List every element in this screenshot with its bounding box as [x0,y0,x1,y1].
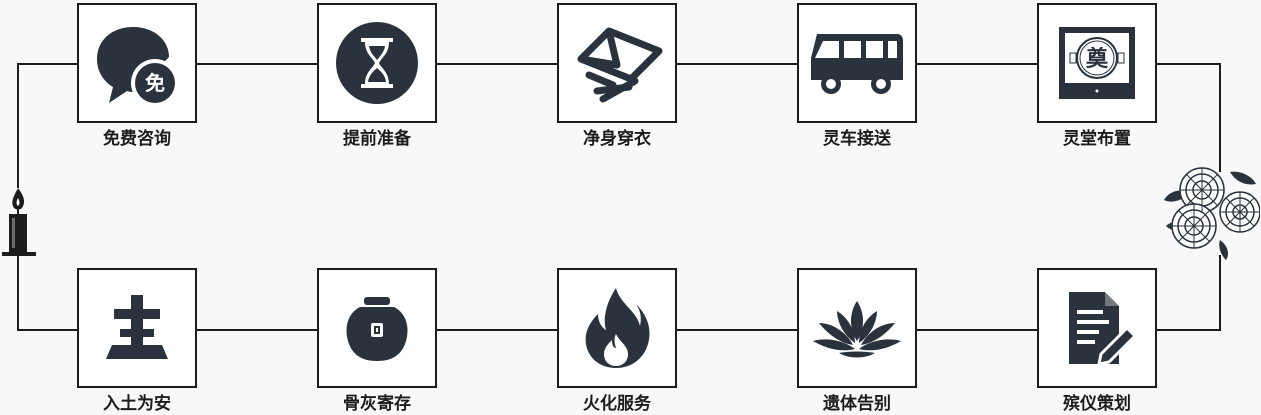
step-ashes-storage: 骨灰寄存 [317,268,437,414]
step-free-consultation: 免 免费咨询 [77,3,197,149]
folded-cloth-icon [577,27,663,103]
candle-icon [0,186,38,262]
step-label: 入土为安 [103,394,171,414]
step-label: 净身穿衣 [583,129,651,149]
step-label: 火化服务 [583,394,651,414]
memorial-portrait-icon: 奠 [1059,27,1135,99]
step-label: 免费咨询 [103,129,171,149]
step-box [317,3,437,123]
step-funeral-planning: 殡仪策划 [1037,268,1157,414]
chrysanthemum-icon [1160,164,1261,264]
step-memorial-hall-setup: 奠 灵堂布置 [1037,3,1157,149]
flame-icon [585,288,650,368]
lotus-icon [813,301,901,358]
step-box [557,268,677,388]
step-box [797,268,917,388]
document-pen-icon [1069,292,1137,366]
tombstone-icon [106,295,168,359]
step-burial: 入土为安 [77,268,197,414]
badge-text: 免 [145,71,165,95]
step-label: 遗体告别 [823,394,891,414]
step-box [557,3,677,123]
step-cremation-service: 火化服务 [557,268,677,414]
portrait-text: 奠 [1086,46,1109,72]
step-box [77,268,197,388]
step-label: 灵车接送 [823,129,891,149]
step-farewell-ceremony: 遗体告别 [797,268,917,414]
step-box [1037,268,1157,388]
step-body-cleansing-dressing: 净身穿衣 [557,3,677,149]
step-hearse-transport: 灵车接送 [797,3,917,149]
step-label: 提前准备 [343,129,411,149]
step-box [797,3,917,123]
chat-bubble-icon: 免 [97,27,179,107]
step-label: 灵堂布置 [1063,129,1131,149]
hourglass-icon [336,22,418,104]
step-label: 骨灰寄存 [343,394,411,414]
step-advance-preparation: 提前准备 [317,3,437,149]
step-label: 殡仪策划 [1063,394,1131,414]
step-box: 奠 [1037,3,1157,123]
urn-icon [346,297,408,361]
hearse-van-icon [811,34,903,94]
step-box [317,268,437,388]
step-box: 免 [77,3,197,123]
